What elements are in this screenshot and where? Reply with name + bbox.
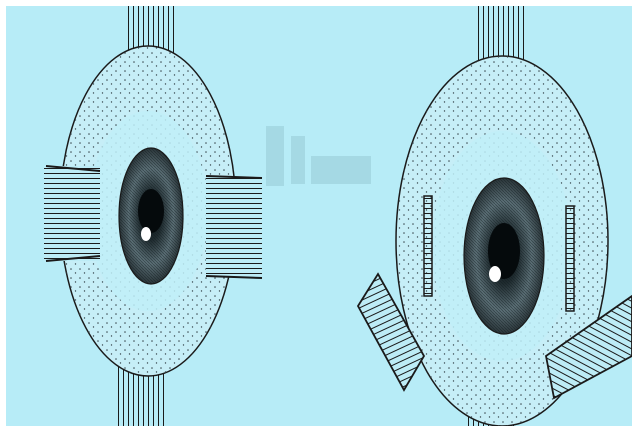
- insertion-right: [566, 206, 574, 311]
- highlight-right: [489, 266, 501, 282]
- lateral-rectus-muscle: [206, 176, 262, 276]
- highlight-left: [141, 227, 151, 241]
- eye-muscles-illustration: [6, 6, 632, 426]
- insertion-left: [424, 196, 432, 296]
- pupil-left: [138, 189, 164, 233]
- medial-rectus-muscle: [44, 166, 100, 261]
